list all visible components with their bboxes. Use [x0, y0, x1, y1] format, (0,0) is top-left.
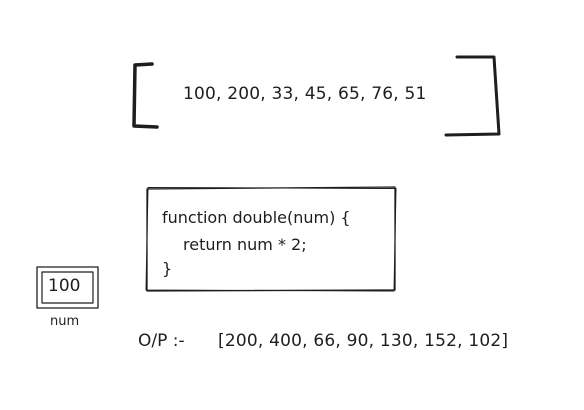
function-closing-brace: } [162, 259, 173, 278]
function-signature: function double(num) { [162, 208, 351, 227]
array-right-bracket [444, 55, 501, 137]
output-array-values: [200, 400, 66, 90, 130, 152, 102] [218, 331, 509, 351]
variable-box-inner [41, 271, 94, 304]
function-box-border-2 [145, 187, 397, 292]
variable-value: 100 [48, 276, 81, 296]
output-prefix: O/P :- [138, 331, 185, 351]
function-body: return num * 2; [183, 235, 307, 254]
variable-box-outer [36, 266, 99, 309]
array-left-bracket [132, 62, 159, 129]
variable-label: num [50, 314, 80, 329]
input-array-values: 100, 200, 33, 45, 65, 76, 51 [183, 84, 427, 104]
